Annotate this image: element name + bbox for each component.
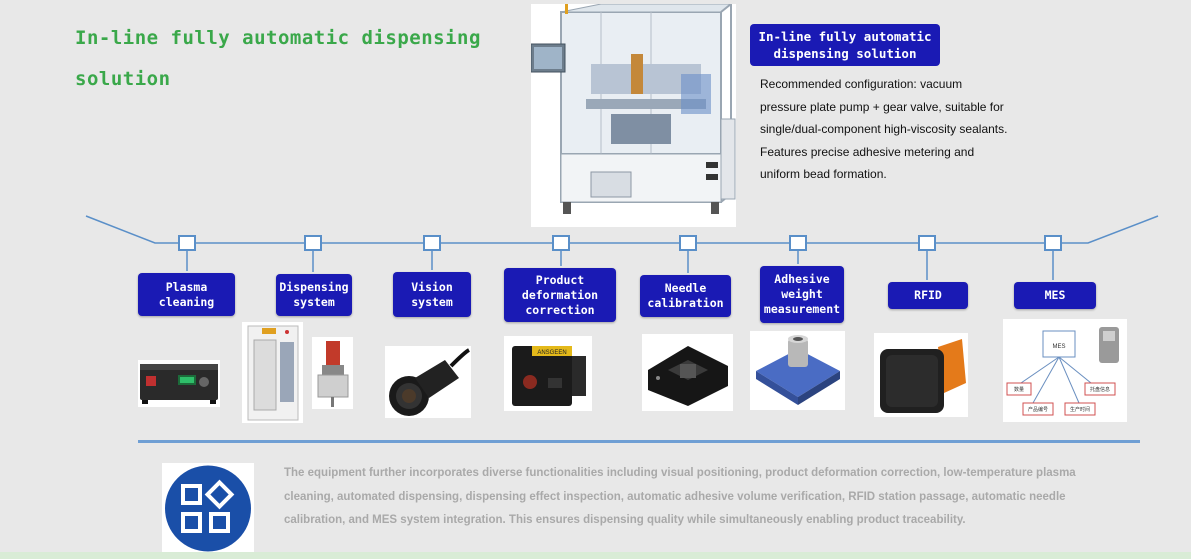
dispensing-cabinet-image	[242, 322, 303, 423]
process-node	[304, 235, 322, 251]
sensor-brand-label: ANSGEEN	[537, 350, 566, 356]
weight-sensor-image	[750, 331, 845, 410]
station-product-deformation-correction: Product deformation correction	[504, 268, 616, 322]
mes-node-label: 托盘信息	[1090, 386, 1110, 393]
station-dispensing-system: Dispensing system	[276, 274, 352, 316]
dispensing-valve-image	[312, 337, 353, 409]
mes-center-label: MES	[1052, 344, 1065, 350]
machine-image	[530, 3, 736, 227]
mes-node-label: 产品编号	[1028, 406, 1048, 413]
station-mes: MES	[1014, 282, 1096, 309]
footer-description: The equipment further incorporates diver…	[284, 467, 1076, 526]
vision-camera-image	[385, 346, 471, 418]
process-node	[1044, 235, 1062, 251]
mes-node-label: 生产时间	[1070, 406, 1090, 413]
station-vision-system: Vision system	[393, 272, 471, 317]
process-node	[679, 235, 697, 251]
section-divider	[138, 440, 1140, 443]
process-node	[423, 235, 441, 251]
page-title: In-line fully automatic dispensing solut…	[75, 27, 481, 90]
callout-title: In-line fully automatic dispensing solut…	[750, 24, 940, 66]
station-adhesive-weight-measurement: Adhesive weight measurement	[760, 266, 844, 323]
process-node	[178, 235, 196, 251]
mes-node-label: 数量	[1014, 386, 1024, 393]
bottom-strip	[0, 552, 1191, 559]
plasma-cleaner-image	[138, 360, 220, 407]
callout-description: Recommended configuration: vacuum pressu…	[760, 77, 1008, 182]
station-rfid: RFID	[888, 282, 968, 309]
process-node	[789, 235, 807, 251]
rfid-reader-image	[874, 333, 968, 417]
process-node	[918, 235, 936, 251]
station-plasma-cleaning: Plasma cleaning	[138, 273, 235, 316]
needle-calibration-image	[642, 334, 733, 411]
displacement-sensor-image: ANSGEEN	[504, 336, 592, 411]
process-node	[552, 235, 570, 251]
mes-diagram-image: MES 数量 产品编号 生产时间 托盘信息	[1003, 319, 1127, 422]
station-needle-calibration: Needle calibration	[640, 275, 731, 317]
apps-logo	[162, 463, 254, 554]
